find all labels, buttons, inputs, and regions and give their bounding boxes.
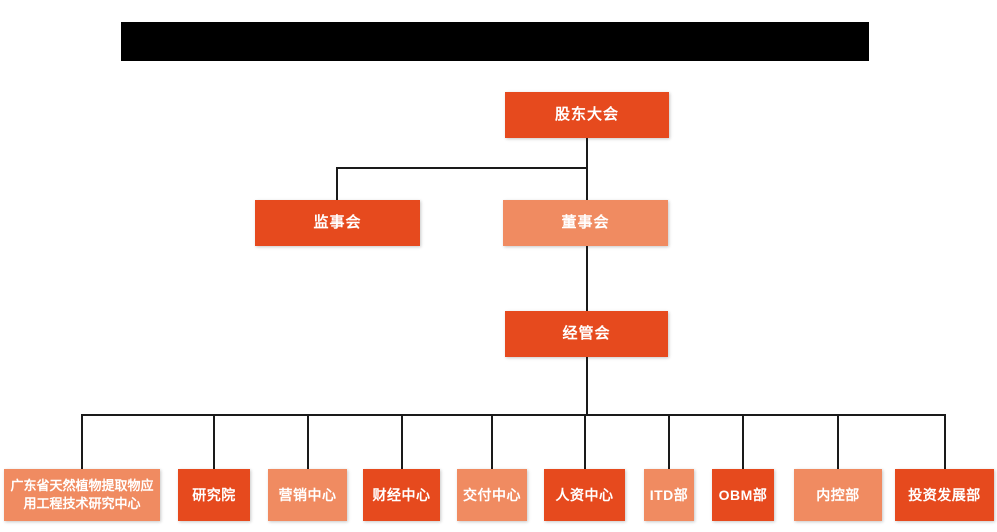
node-dept-research-center: 广东省天然植物提取物应用工程技术研究中心: [4, 469, 160, 521]
connector-line: [742, 414, 744, 469]
connector-line: [336, 167, 338, 200]
node-label: OBM部: [718, 486, 768, 503]
connector-line: [584, 414, 586, 469]
connector-line: [336, 167, 587, 169]
node-label: 监事会: [313, 213, 362, 231]
node-board-of-directors: 董事会: [503, 200, 668, 246]
connector-line: [491, 414, 493, 469]
connector-line: [586, 138, 588, 168]
node-label: ITD部: [649, 486, 689, 503]
connector-line: [307, 414, 309, 469]
connector-line: [81, 414, 83, 469]
node-label: 董事会: [561, 213, 610, 231]
node-dept-internal-control: 内控部: [794, 469, 882, 521]
node-management-committee: 经管会: [505, 311, 668, 357]
node-dept-research-institute: 研究院: [178, 469, 250, 521]
node-label: 营销中心: [278, 486, 337, 503]
node-label: 交付中心: [463, 486, 521, 503]
node-label: 投资发展部: [908, 486, 981, 503]
node-dept-hr-center: 人资中心: [544, 469, 625, 521]
connector-line: [586, 357, 588, 415]
connector-line: [213, 414, 215, 469]
connector-line: [586, 167, 588, 200]
node-dept-finance-center: 财经中心: [363, 469, 440, 521]
node-dept-investment-development: 投资发展部: [895, 469, 994, 521]
connector-line: [668, 414, 670, 469]
redacted-title-bar: [121, 22, 869, 61]
connector-line: [81, 414, 945, 416]
node-label: 经管会: [562, 324, 611, 342]
node-supervisory-board: 监事会: [255, 200, 420, 246]
node-label: 财经中心: [372, 486, 431, 503]
node-label: 人资中心: [555, 486, 614, 503]
node-dept-itd: ITD部: [644, 469, 694, 521]
node-shareholders-meeting: 股东大会: [505, 92, 669, 138]
node-label: 内控部: [816, 486, 860, 503]
node-dept-delivery-center: 交付中心: [457, 469, 527, 521]
connector-line: [837, 414, 839, 469]
node-label: 股东大会: [554, 105, 619, 123]
connector-line: [586, 246, 588, 311]
node-label: 广东省天然植物提取物应用工程技术研究中心: [10, 478, 154, 511]
node-label: 研究院: [192, 486, 236, 503]
connector-line: [401, 414, 403, 469]
node-dept-marketing-center: 营销中心: [268, 469, 347, 521]
node-dept-obm: OBM部: [712, 469, 774, 521]
connector-line: [944, 414, 946, 469]
